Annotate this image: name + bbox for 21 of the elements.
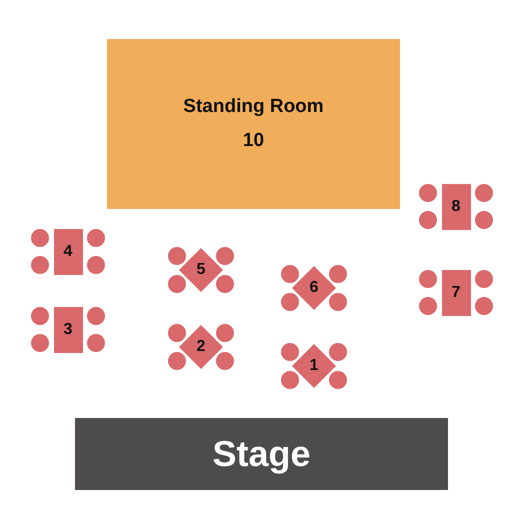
seating-table <box>442 184 470 230</box>
section-number: 10 <box>242 130 264 152</box>
seating-table <box>292 344 336 388</box>
table-number: 8 <box>452 198 460 216</box>
table-number: 1 <box>310 357 318 375</box>
seating-table <box>179 248 223 292</box>
seating-table <box>292 266 336 310</box>
table-number: 4 <box>64 243 72 261</box>
section-name: Stage <box>212 433 311 475</box>
stage-area <box>75 418 448 490</box>
standing-area <box>107 39 400 209</box>
table-number: 3 <box>64 321 72 339</box>
seating-table <box>54 307 82 353</box>
seating-table <box>179 325 223 369</box>
table-number: 5 <box>196 261 206 279</box>
seating-table <box>442 270 470 316</box>
table-number: 2 <box>196 338 206 356</box>
seating-table <box>54 229 82 275</box>
table-number: 7 <box>452 284 460 302</box>
section-name: Standing Room <box>183 96 324 118</box>
table-number: 6 <box>310 279 318 297</box>
